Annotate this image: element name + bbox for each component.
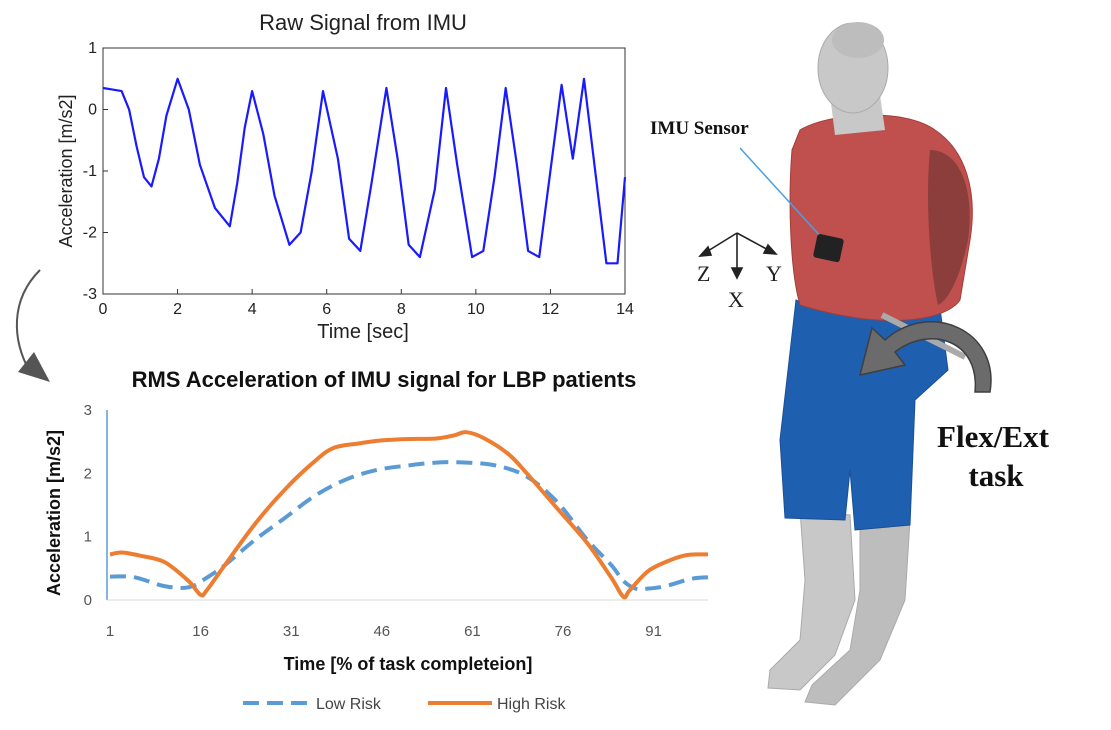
- raw-x-tick-label: 2: [173, 301, 182, 318]
- raw-y-tick-label: -3: [83, 286, 97, 303]
- rms-x-tick-label: 46: [373, 623, 390, 640]
- shirt: [789, 114, 973, 321]
- raw-x-axis-label: Time [sec]: [317, 321, 409, 343]
- imu-sensor-label: IMU Sensor: [650, 118, 749, 139]
- imu-sensor-box: [813, 234, 844, 263]
- task-label-line1: Flex/Ext: [937, 419, 1050, 454]
- sensor-cable: [739, 147, 823, 239]
- raw-chart-title: Raw Signal from IMU: [259, 10, 467, 35]
- rms-chart: RMS Acceleration of IMU signal for LBP p…: [44, 367, 709, 713]
- head-top: [832, 22, 884, 58]
- legend-low-risk-label: Low Risk: [316, 696, 382, 713]
- raw-y-tick-label: -1: [83, 163, 97, 180]
- raw-x-tick-label: 10: [467, 301, 485, 318]
- raw-x-tick-label: 4: [248, 301, 257, 318]
- rms-y-ticks: 0 1 2 3: [84, 402, 92, 609]
- raw-chart-plot-frame: [102, 47, 626, 295]
- rms-x-ticks: 1 16 31 46 61 76 91: [106, 623, 662, 640]
- rms-y-tick-label: 3: [84, 402, 92, 419]
- low-risk-line: [109, 460, 709, 592]
- rms-x-tick-label: 91: [645, 623, 662, 640]
- right-arm: [927, 150, 970, 305]
- rms-x-tick-label: 31: [283, 623, 300, 640]
- raw-x-tick-label: 0: [99, 301, 108, 318]
- legend-high-risk-label: High Risk: [497, 696, 566, 713]
- raw-x-tick-label: 12: [542, 301, 560, 318]
- axis-y-label: Y: [766, 261, 782, 286]
- rms-x-tick-label: 76: [555, 623, 572, 640]
- rms-chart-title: RMS Acceleration of IMU signal for LBP p…: [132, 367, 637, 392]
- task-label-line2: task: [968, 458, 1024, 493]
- raw-x-tick-label: 6: [322, 301, 331, 318]
- raw-x-tick-label: 14: [616, 301, 634, 318]
- raw-y-ticks: 1 0 -1 -2 -3: [83, 40, 108, 303]
- high-risk-line: [109, 430, 709, 600]
- right-leg: [804, 519, 911, 706]
- raw-y-tick-label: 0: [88, 102, 97, 119]
- rms-x-tick-label: 61: [464, 623, 481, 640]
- raw-y-axis-label: Acceleration [m/s2]: [56, 94, 76, 247]
- flex-ext-arrow: [858, 321, 992, 393]
- axis-z-label: Z: [697, 261, 710, 286]
- left-leg: [767, 509, 856, 691]
- raw-x-ticks: 0 2 4 6 8 10 12 14: [99, 289, 634, 318]
- human-model-illustration: IMU Sensor Z X Y Flex/Ext task: [650, 22, 1050, 706]
- coordinate-axes-icon: [698, 232, 778, 280]
- rms-y-axis-label: Acceleration [m/s2]: [44, 430, 64, 596]
- raw-y-tick-label: -2: [83, 225, 97, 242]
- axis-x-label: X: [728, 287, 744, 312]
- rms-y-tick-label: 0: [84, 592, 92, 609]
- rms-x-tick-label: 1: [106, 623, 114, 640]
- flow-arrow: [15, 269, 50, 382]
- raw-x-tick-label: 8: [397, 301, 406, 318]
- rms-legend: Low Risk High Risk: [243, 696, 566, 713]
- raw-y-tick-label: 1: [88, 40, 97, 57]
- rms-y-tick-label: 1: [84, 529, 92, 546]
- raw-signal-line: [102, 77, 627, 265]
- rms-x-tick-label: 16: [192, 623, 209, 640]
- rms-y-tick-label: 2: [84, 465, 92, 482]
- rms-x-axis-label: Time [% of task completeion]: [284, 654, 533, 674]
